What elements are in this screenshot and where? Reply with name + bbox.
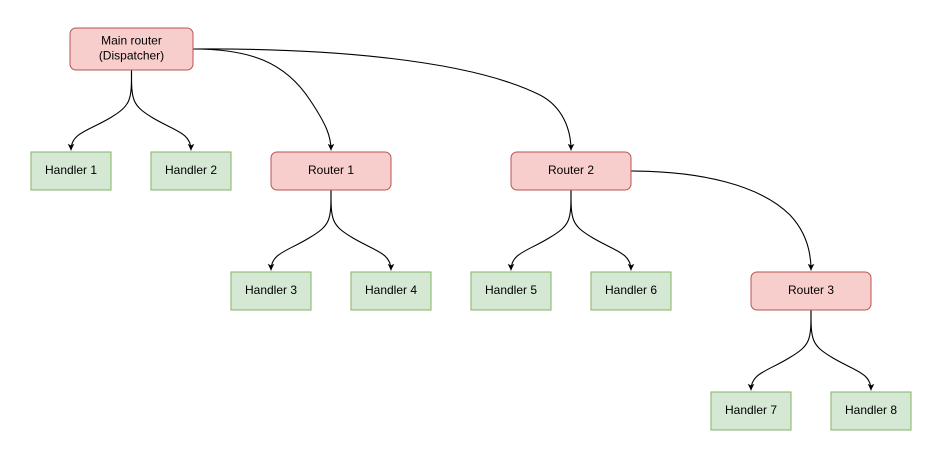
handler-8-label-line-0: Handler 8 — [845, 403, 897, 417]
handler-1-box[interactable] — [30, 151, 112, 191]
node-handler-5[interactable]: Handler 5 — [470, 271, 552, 311]
edge-router3-handler8 — [810, 309, 875, 391]
node-handler-6[interactable]: Handler 6 — [590, 271, 672, 311]
handler-7-label-line-0: Handler 7 — [725, 403, 777, 417]
edge-router3-handler7 — [747, 309, 812, 391]
router-2-box[interactable] — [510, 151, 632, 191]
handler-2-box[interactable] — [150, 151, 232, 191]
edge-router1-handler4 — [330, 189, 395, 271]
handler-6-label-line-0: Handler 6 — [605, 283, 657, 297]
router-1-label-line-0: Router 1 — [308, 163, 354, 177]
handler-2-label-line-0: Handler 2 — [165, 163, 217, 177]
router-3-box[interactable] — [750, 271, 872, 311]
edge-main-router2 — [192, 48, 575, 151]
main-router-box[interactable] — [69, 27, 194, 71]
router-1-box[interactable] — [270, 151, 392, 191]
edge-router1-handler3 — [267, 189, 332, 271]
edge-main-handler2 — [130, 69, 195, 151]
handler-3-box[interactable] — [230, 271, 312, 311]
node-main-router[interactable]: Main router(Dispatcher) — [69, 27, 194, 71]
node-handler-7[interactable]: Handler 7 — [710, 391, 792, 431]
edge-main-router1 — [192, 48, 335, 151]
handler-6-box[interactable] — [590, 271, 672, 311]
handler-8-box[interactable] — [830, 391, 912, 431]
edge-router2-router3 — [630, 170, 815, 271]
handler-3-label-line-0: Handler 3 — [245, 283, 297, 297]
node-router-1[interactable]: Router 1 — [270, 151, 392, 191]
node-router-2[interactable]: Router 2 — [510, 151, 632, 191]
edge-router2-handler5 — [507, 189, 572, 271]
main-router-label-line-1: (Dispatcher) — [99, 49, 164, 63]
handler-7-box[interactable] — [710, 391, 792, 431]
handler-4-label-line-0: Handler 4 — [365, 283, 417, 297]
edge-layer — [67, 48, 875, 391]
router-2-label-line-0: Router 2 — [548, 163, 594, 177]
node-handler-8[interactable]: Handler 8 — [830, 391, 912, 431]
node-handler-3[interactable]: Handler 3 — [230, 271, 312, 311]
handler-5-label-line-0: Handler 5 — [485, 283, 537, 297]
edge-router2-handler6 — [570, 189, 635, 271]
node-layer: Main router(Dispatcher) Handler 1 Handler … — [30, 27, 912, 431]
handler-5-box[interactable] — [470, 271, 552, 311]
node-handler-2[interactable]: Handler 2 — [150, 151, 232, 191]
main-router-label-line-0: Main router — [101, 34, 162, 48]
edge-main-handler1 — [67, 69, 133, 151]
router-3-label-line-0: Router 3 — [788, 283, 834, 297]
node-handler-1[interactable]: Handler 1 — [30, 151, 112, 191]
node-router-3[interactable]: Router 3 — [750, 271, 872, 311]
node-handler-4[interactable]: Handler 4 — [350, 271, 432, 311]
handler-4-box[interactable] — [350, 271, 432, 311]
handler-1-label-line-0: Handler 1 — [45, 163, 97, 177]
